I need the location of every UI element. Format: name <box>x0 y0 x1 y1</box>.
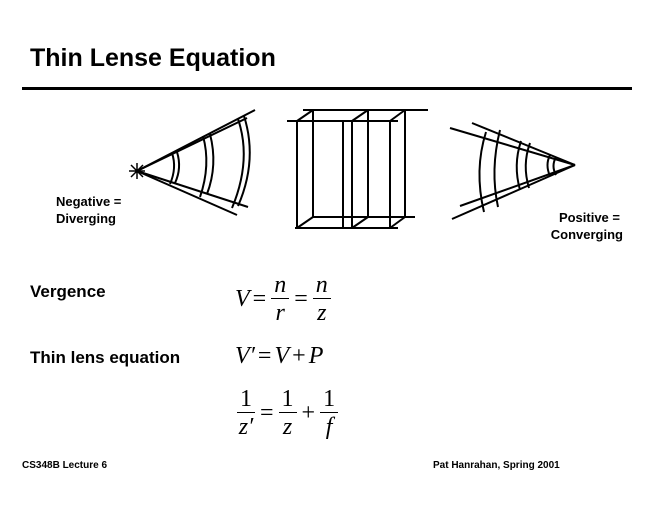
title-divider <box>22 87 632 90</box>
eq-symbol: V <box>235 286 250 312</box>
footer-course: CS348B Lecture 6 <box>22 460 108 471</box>
eq-operator: = <box>260 400 274 426</box>
eq-operator: + <box>292 343 306 369</box>
numerator: 1 <box>237 386 255 413</box>
eq-symbol: P <box>308 343 324 369</box>
converging-label: Converging <box>550 227 623 242</box>
eq-operator: = <box>257 343 272 369</box>
numerator: 1 <box>278 386 297 413</box>
thin-lens-equation-distance: 1 z′ = 1 z + 1 f <box>235 386 340 441</box>
denominator: z <box>317 300 327 326</box>
fraction: n r <box>271 272 290 327</box>
numerator: 1 <box>320 386 339 413</box>
denominator: f <box>325 414 333 440</box>
eq-operator: = <box>252 286 267 312</box>
thin-lens-equation-power: V′ = V + P <box>235 343 323 370</box>
eq-operator: = <box>294 286 308 312</box>
numerator: n <box>312 272 331 299</box>
eq-operator: + <box>301 400 316 426</box>
slide-title: Thin Lense Equation <box>30 44 276 72</box>
eq-symbol: V <box>274 343 290 369</box>
thin-lens-label: Thin lens equation <box>30 348 181 367</box>
denominator: z′ <box>238 414 254 440</box>
denominator: z <box>282 414 293 440</box>
numerator: n <box>271 272 290 299</box>
diverging-label: Diverging <box>56 211 116 226</box>
denominator: r <box>275 300 285 326</box>
fraction: n z <box>312 272 331 327</box>
eq-symbol: V′ <box>235 343 255 369</box>
fraction: 1 z′ <box>237 386 255 441</box>
diverging-wavefront-diagram <box>129 109 256 216</box>
fraction: 1 f <box>320 386 339 441</box>
planar-wavefront-diagram <box>287 109 428 229</box>
vergence-label: Vergence <box>30 282 106 301</box>
converging-wavefront-diagram <box>449 122 576 220</box>
positive-label: Positive = <box>558 210 620 225</box>
vergence-equation: V = n r = n z <box>235 272 333 327</box>
wavefront-diagrams <box>129 109 576 229</box>
footer-author: Pat Hanrahan, Spring 2001 <box>433 460 560 471</box>
fraction: 1 z <box>278 386 297 441</box>
negative-label: Negative = <box>56 194 122 209</box>
